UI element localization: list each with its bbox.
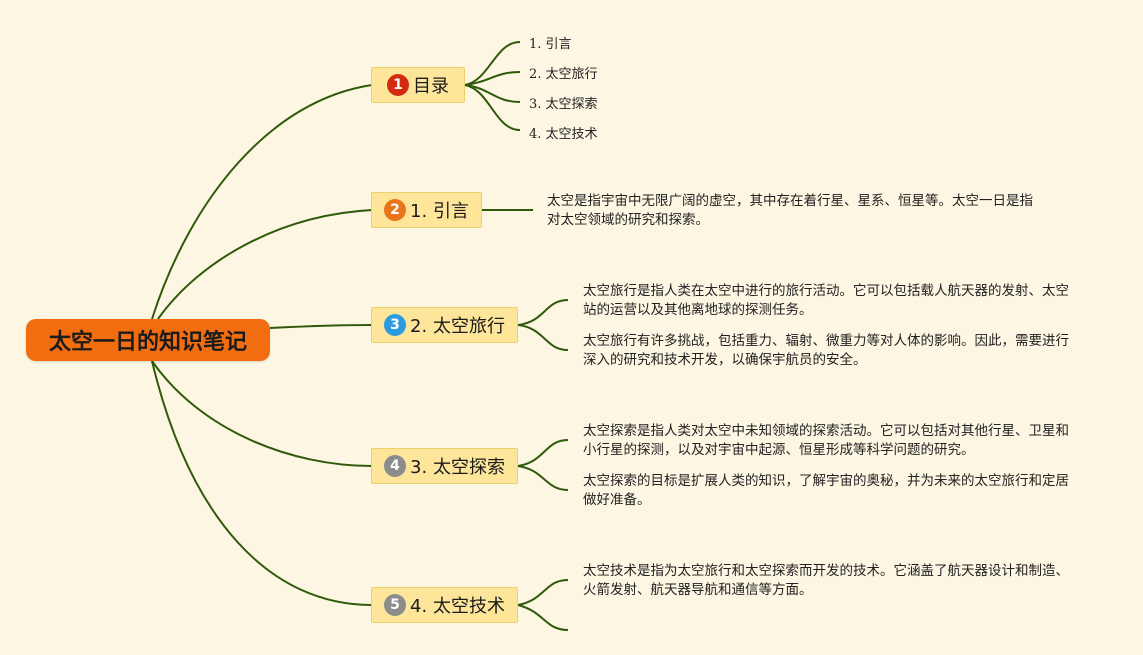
branch-explore[interactable]: 4 3. 太空探索	[371, 448, 518, 484]
branch-travel[interactable]: 3 2. 太空旅行	[371, 307, 518, 343]
root-node[interactable]: 太空一日的知识笔记	[26, 319, 270, 361]
connector-root-travel	[269, 324, 373, 329]
connector-root-toc	[151, 84, 373, 320]
root-label: 太空一日的知识笔记	[48, 330, 247, 355]
intro-note: 太空是指宇宙中无限广阔的虚空，其中存在着行星、星系、恒星等。太空一日是指对太空领…	[547, 193, 1033, 228]
connector-toc-item-2	[464, 71, 521, 86]
branch-label: 3. 太空探索	[410, 457, 505, 478]
connector-tech-leaf-2	[517, 604, 569, 631]
connector-toc-item-1	[464, 41, 521, 86]
branch-label: 目录	[413, 76, 449, 97]
branch-tech[interactable]: 5 4. 太空技术	[371, 587, 518, 623]
connector-root-tech	[151, 360, 373, 606]
connector-travel-leaf-1	[517, 299, 569, 326]
connector-root-explore	[151, 360, 373, 467]
connector-tech-leaf-1	[517, 579, 569, 606]
branch-intro[interactable]: 2 1. 引言	[371, 192, 482, 228]
connector-root-intro	[157, 209, 373, 320]
branch-label: 4. 太空技术	[410, 596, 505, 617]
number-4-icon: 4	[384, 455, 407, 477]
toc-item[interactable]: 2. 太空旅行	[529, 67, 598, 82]
connector-travel-leaf-2	[517, 324, 569, 351]
connector-explore-leaf-1	[517, 439, 569, 467]
connector-explore-leaf-2	[517, 465, 569, 491]
number-5-icon: 5	[384, 594, 407, 616]
toc-item[interactable]: 1. 引言	[529, 37, 572, 52]
tech-note-1: 太空技术是指为太空旅行和太空探索而开发的技术。它涵盖了航天器设计和制造、火箭发射…	[583, 563, 1069, 598]
travel-note-1: 太空旅行是指人类在太空中进行的旅行活动。它可以包括载人航天器的发射、太空站的运营…	[583, 283, 1069, 318]
number-3-icon: 3	[384, 314, 407, 336]
branch-label: 1. 引言	[410, 201, 469, 222]
toc-item[interactable]: 4. 太空技术	[529, 127, 598, 142]
number-2-icon: 2	[384, 199, 407, 221]
explore-note-2: 太空探索的目标是扩展人类的知识，了解宇宙的奥秘，并为未来的太空旅行和定居做好准备…	[583, 473, 1069, 508]
toc-item[interactable]: 3. 太空探索	[529, 97, 598, 112]
number-1-icon: 1	[387, 74, 409, 96]
branch-label: 2. 太空旅行	[410, 316, 505, 337]
connector-toc-item-4	[464, 84, 521, 131]
branch-toc[interactable]: 1 目录	[371, 67, 465, 103]
explore-note-1: 太空探索是指人类对太空中未知领域的探索活动。它可以包括对其他行星、卫星和小行星的…	[583, 423, 1069, 458]
travel-note-2: 太空旅行有许多挑战，包括重力、辐射、微重力等对人体的影响。因此，需要进行深入的研…	[583, 333, 1069, 368]
